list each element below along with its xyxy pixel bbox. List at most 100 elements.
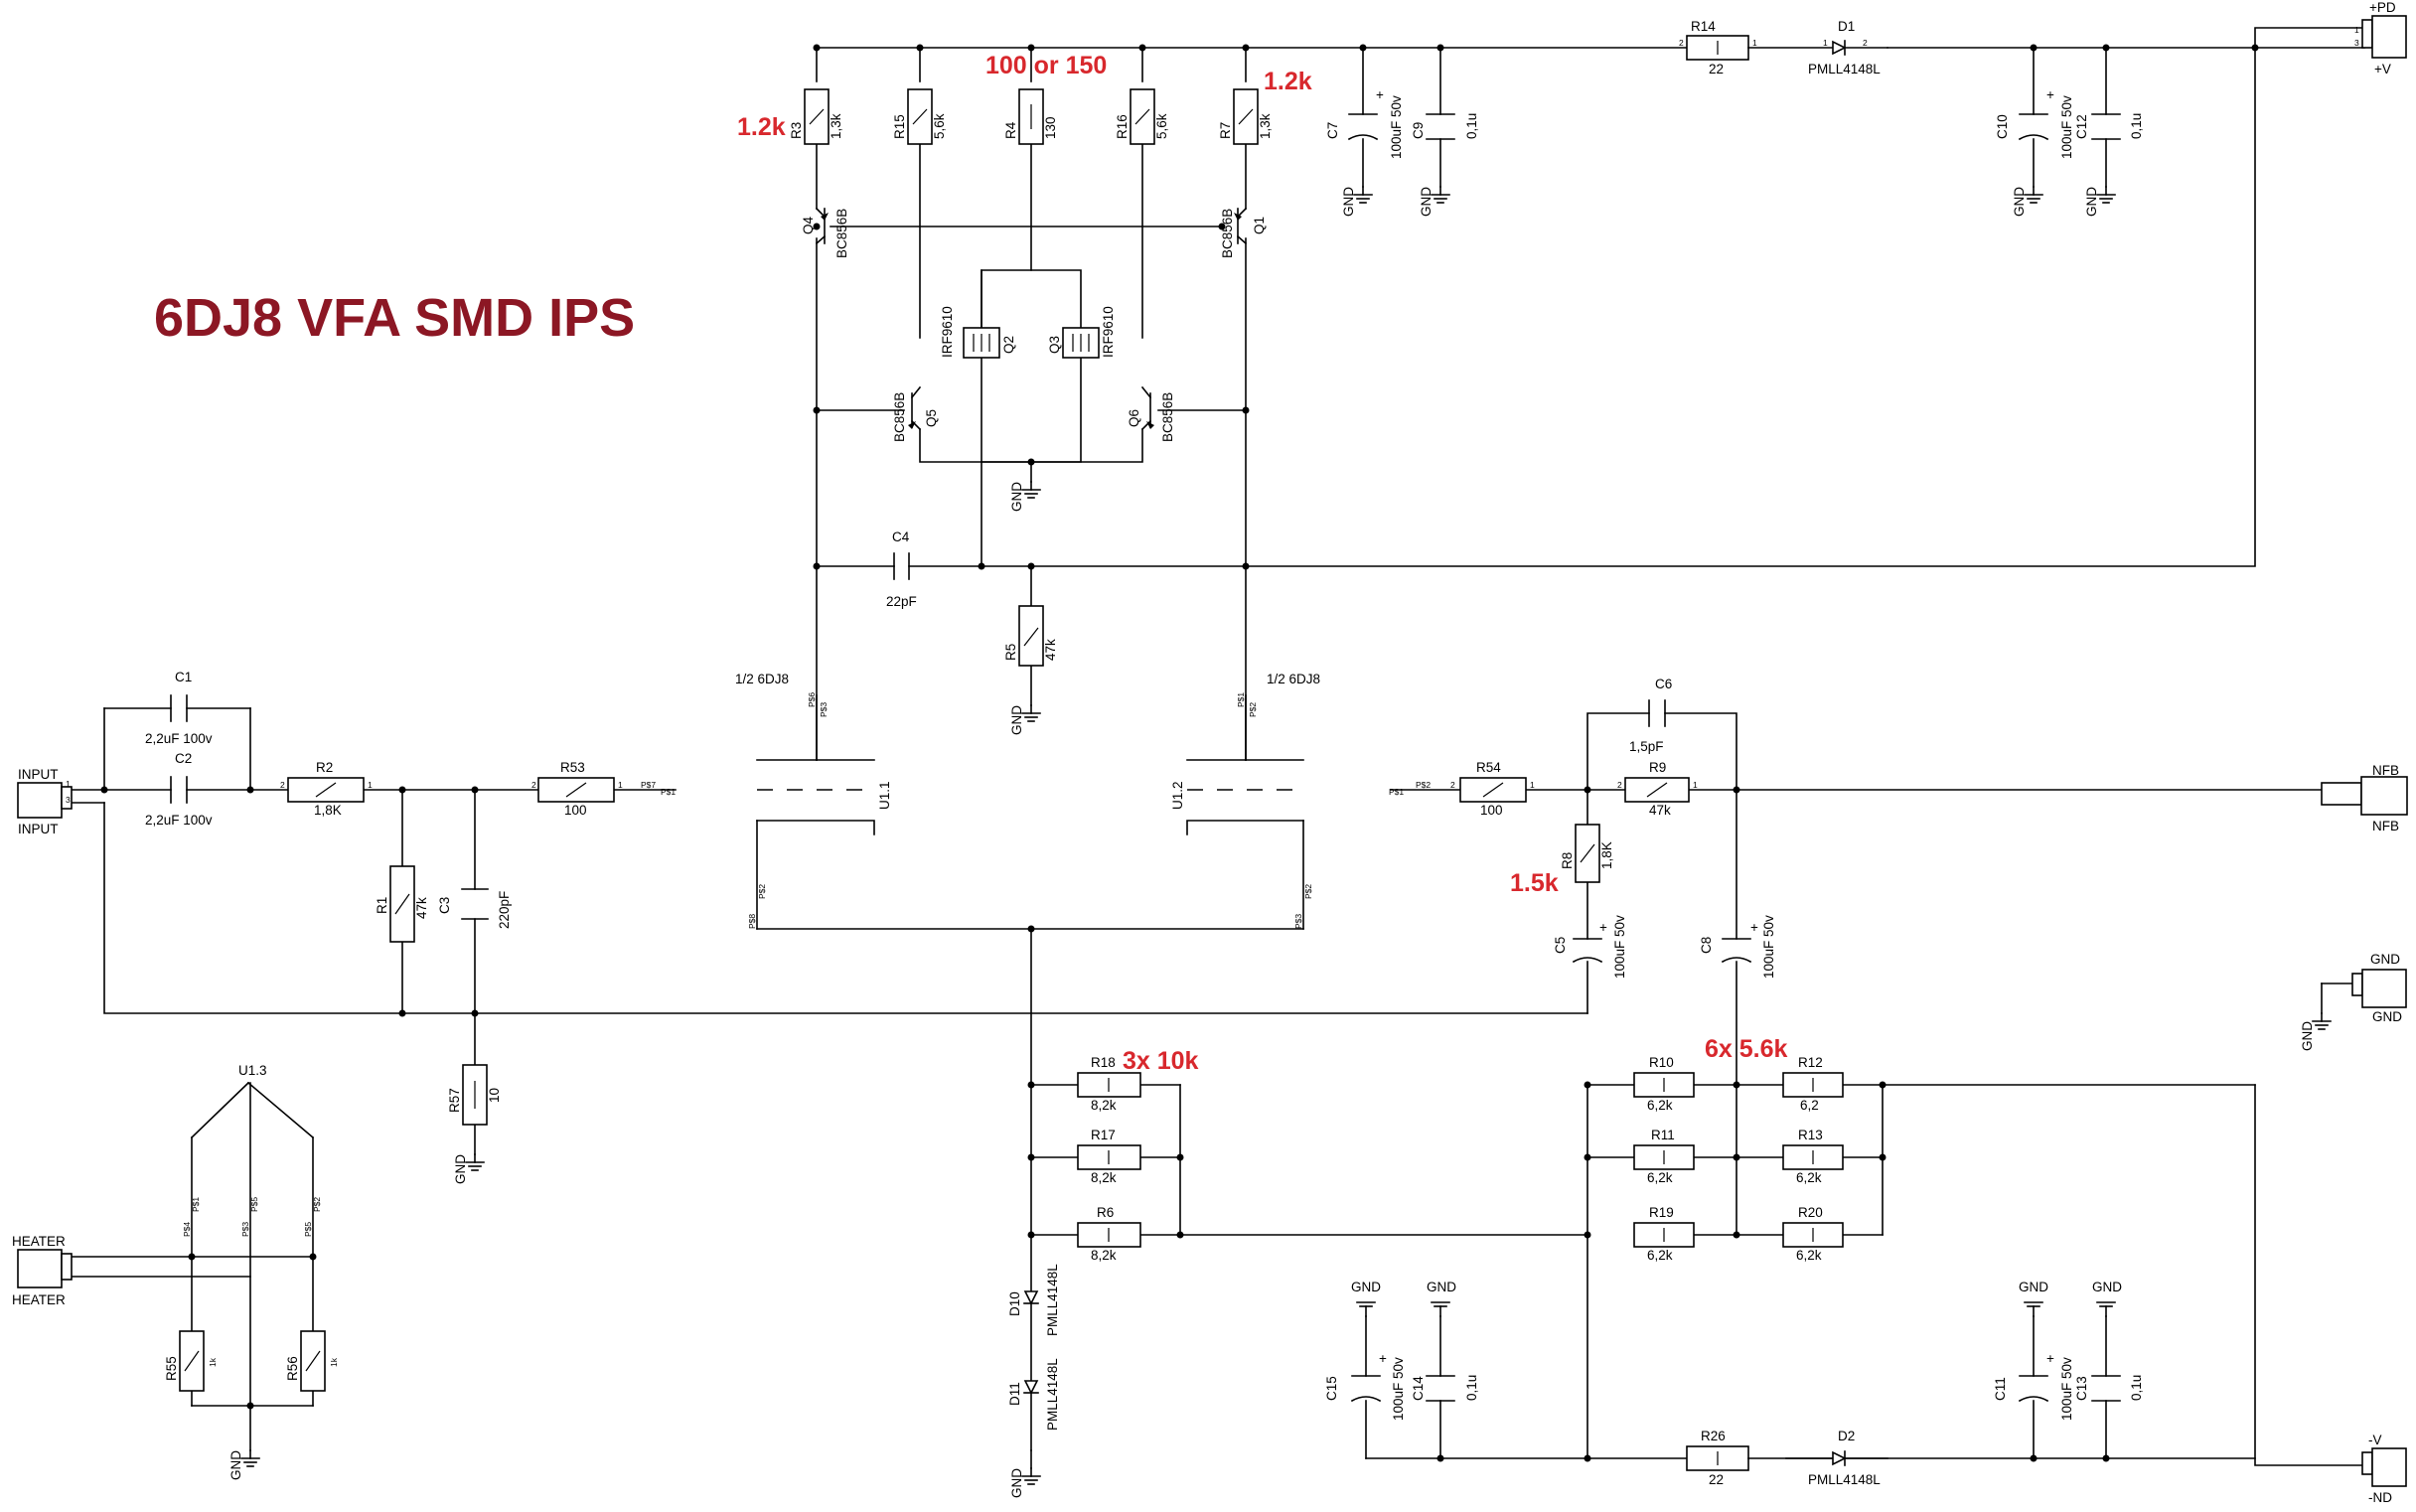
svg-text:0,1u: 0,1u: [2129, 113, 2144, 139]
svg-text:1: 1: [2354, 25, 2359, 35]
svg-text:GND: GND: [228, 1450, 243, 1480]
svg-text:R19: R19: [1649, 1205, 1674, 1220]
svg-text:1/2 6DJ8: 1/2 6DJ8: [1267, 672, 1320, 686]
resistor-r10: R10 6,2k: [1633, 1055, 1695, 1113]
svg-text:R15: R15: [892, 114, 907, 139]
svg-text:+: +: [2046, 1351, 2054, 1366]
connector-nfb[interactable]: NFB NFB: [2321, 763, 2408, 833]
svg-text:P$2: P$2: [757, 884, 767, 899]
svg-text:1,3k: 1,3k: [829, 113, 843, 139]
svg-text:-V: -V: [2368, 1433, 2382, 1447]
svg-text:R3: R3: [789, 122, 804, 139]
svg-text:5,6k: 5,6k: [932, 113, 947, 139]
svg-text:6,2k: 6,2k: [1796, 1170, 1822, 1185]
capacitor-c5: + C5 100uF 50v: [1553, 915, 1627, 979]
svg-text:C12: C12: [2074, 114, 2089, 139]
svg-text:P$2: P$2: [312, 1197, 322, 1212]
svg-text:C3: C3: [437, 897, 452, 914]
connector-negative[interactable]: -V -ND: [2361, 1433, 2407, 1505]
svg-text:C8: C8: [1699, 937, 1714, 954]
svg-text:GND: GND: [2372, 1009, 2402, 1024]
svg-text:P$1: P$1: [1389, 787, 1404, 797]
capacitor-c1: C1 2,2uF 100v: [145, 670, 213, 746]
resistor-r4: R4 130: [1003, 88, 1058, 145]
svg-text:R53: R53: [560, 760, 585, 775]
resistor-r3: R3 1,3k: [789, 88, 843, 145]
svg-text:R2: R2: [316, 760, 333, 775]
capacitor-c9: C9 0,1u: [1411, 113, 1479, 140]
pin-numbers: 2 1 1 2 2 1 2 1 2 1 2 1 1 3 1 3: [66, 25, 2359, 805]
capacitor-c14: C14 0,1u: [1411, 1375, 1479, 1402]
svg-text:1k: 1k: [208, 1357, 218, 1367]
resistor-r53: R53 100: [537, 760, 615, 818]
capacitor-c7: + C7 100uF 50v: [1325, 87, 1404, 159]
capacitor-c8: + C8 100uF 50v: [1699, 915, 1776, 979]
connector-input[interactable]: INPUT INPUT: [17, 767, 73, 836]
svg-text:0,1u: 0,1u: [2129, 1375, 2144, 1401]
capacitor-c11: + C11 100uF 50v: [1993, 1351, 2074, 1421]
svg-text:C13: C13: [2074, 1376, 2089, 1401]
svg-text:1,8K: 1,8K: [314, 803, 342, 818]
connector-heater[interactable]: HEATER HEATER: [12, 1234, 73, 1307]
svg-text:D1: D1: [1838, 19, 1855, 34]
resistor-r15: R15 5,6k: [892, 88, 947, 145]
svg-text:+: +: [1599, 920, 1607, 935]
svg-text:+PD: +PD: [2369, 0, 2396, 15]
svg-text:1k: 1k: [329, 1357, 339, 1367]
ground-labels: GND GND GND GND GND GND GND GND GND GND …: [228, 187, 2315, 1498]
resistor-r16: R16 5,6k: [1115, 88, 1169, 145]
svg-text:P$5: P$5: [303, 1222, 313, 1237]
svg-text:C5: C5: [1553, 937, 1568, 954]
svg-text:R56: R56: [285, 1356, 300, 1381]
svg-text:R57: R57: [447, 1088, 462, 1113]
resistor-r11: R11 6,2k: [1633, 1128, 1695, 1185]
svg-text:22: 22: [1709, 1472, 1724, 1487]
svg-text:INPUT: INPUT: [18, 822, 59, 836]
svg-text:1/2 6DJ8: 1/2 6DJ8: [735, 672, 789, 686]
resistor-r54: R54 100: [1459, 760, 1527, 818]
svg-text:C14: C14: [1411, 1376, 1426, 1401]
svg-text:0,1u: 0,1u: [1464, 113, 1479, 139]
annotation-r4: 100 or 150: [985, 52, 1107, 79]
svg-text:1: 1: [1530, 780, 1535, 790]
svg-text:Q1: Q1: [1252, 217, 1267, 234]
svg-text:100uF 50v: 100uF 50v: [2059, 1357, 2074, 1421]
svg-text:D10: D10: [1007, 1291, 1022, 1316]
diode-d11: D11 PMLL4148L: [1007, 1358, 1060, 1431]
svg-text:R20: R20: [1798, 1205, 1823, 1220]
svg-text:+: +: [1379, 1351, 1387, 1366]
svg-text:6,2k: 6,2k: [1647, 1098, 1673, 1113]
connector-gnd[interactable]: GND GND: [2351, 952, 2407, 1024]
svg-text:C9: C9: [1411, 122, 1426, 139]
svg-text:6,2k: 6,2k: [1647, 1170, 1673, 1185]
transistor-q1: BC856B Q1: [1220, 207, 1267, 258]
svg-text:P$5: P$5: [249, 1197, 259, 1212]
junctions: [100, 44, 2259, 1462]
svg-text:R11: R11: [1651, 1128, 1675, 1142]
svg-text:+: +: [2046, 87, 2054, 102]
svg-text:5,6k: 5,6k: [1154, 113, 1169, 139]
svg-text:R5: R5: [1003, 644, 1018, 661]
svg-text:2,2uF 100v: 2,2uF 100v: [145, 731, 213, 746]
svg-text:GND: GND: [453, 1154, 468, 1184]
annotation-r6-group: 3x 10k: [1123, 1047, 1199, 1075]
capacitor-c4: C4 22pF: [886, 529, 917, 609]
svg-text:NFB: NFB: [2372, 763, 2399, 778]
svg-text:R4: R4: [1003, 121, 1018, 139]
tube-u1-1: U1.1 1/2 6DJ8 P$6 P$3 P$7 P$1 P$8 P$2: [641, 672, 892, 929]
connector-pd[interactable]: +PD +V: [2361, 0, 2407, 76]
svg-text:R14: R14: [1691, 19, 1716, 34]
svg-text:R10: R10: [1649, 1055, 1674, 1070]
svg-text:PMLL4148L: PMLL4148L: [1808, 1472, 1881, 1487]
svg-text:C6: C6: [1655, 677, 1672, 691]
resistor-r20: R20 6,2k: [1782, 1205, 1844, 1263]
transistor-q6: Q6 BC856B: [1127, 385, 1175, 442]
svg-text:GND: GND: [1351, 1280, 1381, 1294]
svg-text:P$3: P$3: [1293, 914, 1303, 929]
svg-text:22pF: 22pF: [886, 594, 917, 609]
svg-text:1: 1: [618, 780, 623, 790]
capacitor-c13: C13 0,1u: [2074, 1375, 2144, 1402]
svg-text:P$1: P$1: [191, 1197, 201, 1212]
svg-text:R16: R16: [1115, 114, 1130, 139]
svg-text:Q5: Q5: [924, 409, 939, 427]
